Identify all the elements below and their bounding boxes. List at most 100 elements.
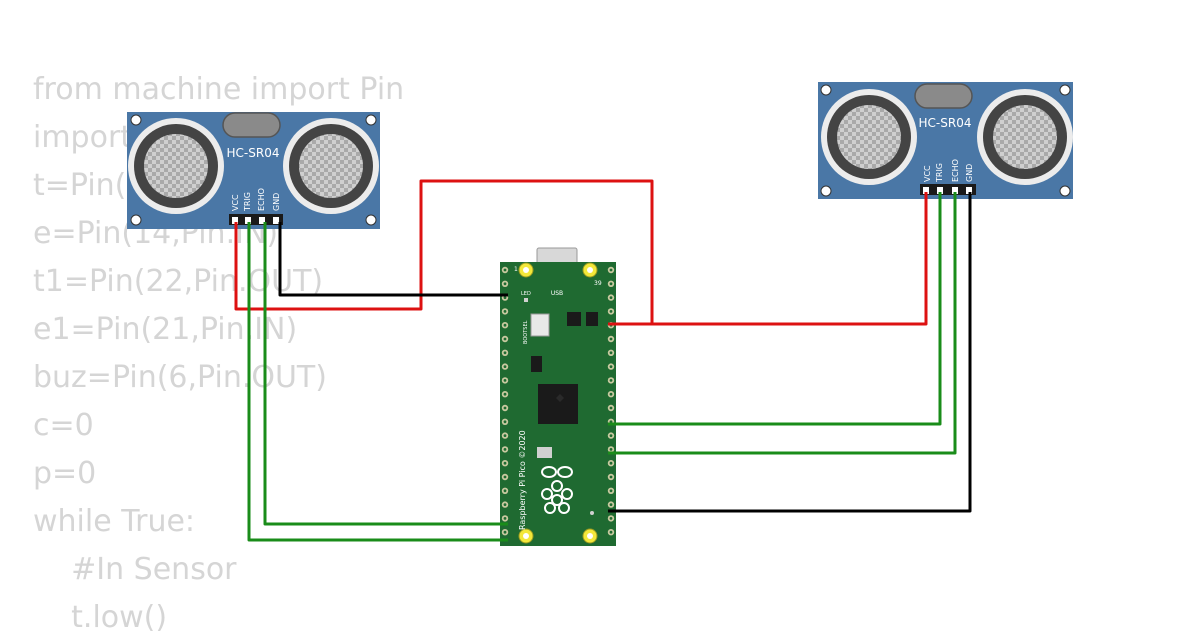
pico-pin-hole xyxy=(503,420,507,424)
chip xyxy=(531,356,542,372)
pico-pin-hole xyxy=(503,379,507,382)
pico-pin-hole xyxy=(503,434,507,437)
wire-gnd-left[interactable] xyxy=(278,222,508,297)
bootsel-button[interactable] xyxy=(530,313,550,337)
pico-pin-hole xyxy=(609,268,613,272)
pico-pin-hole xyxy=(503,310,507,313)
code-line: #In Sensor xyxy=(33,552,237,587)
pico-pin-hole xyxy=(503,461,507,465)
wires xyxy=(234,179,972,542)
pico-pin-hole xyxy=(503,530,507,534)
transducer-left xyxy=(821,89,917,185)
sensor-model-label: HC-SR04 xyxy=(227,146,280,160)
code-line: while True: xyxy=(33,504,196,539)
pin-label-vcc: VCC xyxy=(231,194,240,211)
pico-pin-hole xyxy=(609,337,613,341)
code-line: t.low() xyxy=(33,600,168,635)
mount-hole xyxy=(130,214,142,226)
transducer-left xyxy=(128,118,224,214)
mount-hole xyxy=(365,114,377,126)
pico-pin-hole xyxy=(503,489,507,493)
pico-pin-hole xyxy=(503,337,507,341)
pico-pin-hole xyxy=(503,296,507,299)
pico-pin-hole xyxy=(609,365,613,368)
pico-pin-hole xyxy=(609,530,613,534)
test-point xyxy=(590,511,594,515)
mount-hole xyxy=(1059,185,1071,197)
pin-label-trig: TRIG xyxy=(935,163,944,183)
pico-pin-column-left xyxy=(501,266,509,536)
sensor-pin-header[interactable] xyxy=(229,214,283,225)
pin-label-echo: ECHO xyxy=(257,188,266,211)
crystal-oscillator xyxy=(914,83,973,109)
mount-hole xyxy=(1059,84,1071,96)
code-line: p=0 xyxy=(33,456,97,491)
led-label: LED xyxy=(521,291,531,297)
pin-label-gnd: GND xyxy=(965,164,974,182)
pico-pin-hole xyxy=(609,448,613,451)
pico-pin-hole xyxy=(609,282,613,286)
pico-pin-hole xyxy=(609,434,613,437)
pico-pin-hole xyxy=(503,503,507,506)
pico-pin-hole xyxy=(609,503,613,506)
mount-hole xyxy=(820,185,832,197)
raspberry-logo-faint xyxy=(556,394,564,402)
pico-pin-hole xyxy=(503,392,507,396)
raspberry-pi-pico[interactable]: 1 39 USB LED BOOTSEL Raspberry Pi Pico ©… xyxy=(500,247,616,546)
pico-pin-hole xyxy=(503,351,507,355)
wire-trig-right[interactable] xyxy=(608,192,942,426)
crystal-oscillator xyxy=(222,112,281,138)
pico-pin-hole xyxy=(609,517,613,520)
sensor-pin-header[interactable] xyxy=(920,184,976,195)
pico-pin-hole xyxy=(609,461,613,465)
pico-pin-hole xyxy=(609,392,613,396)
pico-pin-hole xyxy=(503,406,507,410)
led xyxy=(524,298,528,302)
wire-trig-left[interactable] xyxy=(247,222,508,542)
pico-pin-hole xyxy=(503,268,507,272)
chip xyxy=(586,312,598,326)
pico-pin-hole xyxy=(609,310,613,313)
pico-pin-hole xyxy=(503,365,507,368)
pin-label-gnd: GND xyxy=(272,193,281,211)
pin-label-vcc: VCC xyxy=(923,165,932,182)
code-line: e1=Pin(21,Pin.IN) xyxy=(33,312,298,347)
wire-echo-left[interactable] xyxy=(263,222,508,526)
transducer-right xyxy=(977,89,1073,185)
bootsel-label: BOOTSEL xyxy=(523,320,529,344)
pico-pin-hole xyxy=(503,448,507,451)
wire-vcc-right[interactable] xyxy=(608,192,928,326)
pico-board-label: Raspberry Pi Pico ©2020 xyxy=(518,430,527,530)
pico-pin-hole xyxy=(609,489,613,493)
pin-label-echo: ECHO xyxy=(951,159,960,182)
pin-number-39: 39 xyxy=(594,280,602,287)
pin-number-1: 1 xyxy=(514,266,518,273)
mount-hole xyxy=(130,114,142,126)
wire-gnd-right[interactable] xyxy=(608,192,972,513)
ultrasonic-sensor-right[interactable]: HC-SR04 VCC TRIG ECHO GND xyxy=(818,82,1073,199)
pico-pin-hole xyxy=(609,296,613,299)
component xyxy=(537,447,552,458)
wire-echo-right[interactable] xyxy=(608,192,957,455)
pico-pin-hole xyxy=(609,351,613,355)
chip xyxy=(567,312,581,326)
ultrasonic-sensor-left[interactable]: HC-SR04 VCC TRIG ECHO GND xyxy=(127,112,380,229)
code-line: buz=Pin(6,Pin.OUT) xyxy=(33,360,327,395)
code-line: t1=Pin(22,Pin.OUT) xyxy=(33,264,324,299)
pico-pin-hole xyxy=(503,323,507,327)
pico-pin-hole xyxy=(503,475,507,479)
pico-pin-hole xyxy=(503,517,507,520)
transducer-right xyxy=(283,118,379,214)
sensor-model-label: HC-SR04 xyxy=(919,116,972,130)
pico-pin-hole xyxy=(609,475,613,479)
rp2040-chip xyxy=(538,384,578,424)
mount-hole xyxy=(365,214,377,226)
pico-pin-hole xyxy=(609,406,613,410)
mount-hole xyxy=(820,84,832,96)
pin-label-trig: TRIG xyxy=(243,192,252,212)
code-line: from machine import Pin xyxy=(33,72,405,107)
pico-pin-hole xyxy=(609,379,613,382)
usb-label: USB xyxy=(551,290,563,297)
